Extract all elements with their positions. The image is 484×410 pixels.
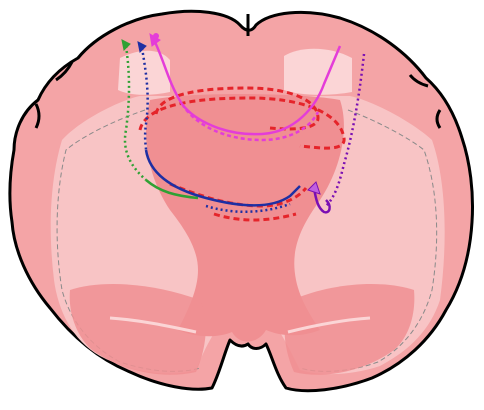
tract-endpoint-dot (153, 33, 159, 39)
upper-nook-right (284, 49, 352, 95)
